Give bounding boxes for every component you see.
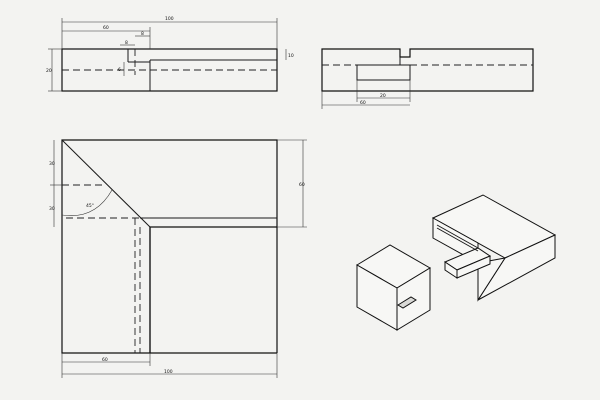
side-view: 20 60 [321,48,534,109]
top-view: 100 60 8 8 6 20 10 [46,16,294,92]
dim-text-front-upper: 30 [49,161,55,167]
iso-tenon-front [456,255,491,279]
dim-text-front-bottom-inner: 60 [102,357,108,363]
dim-text-top-total: 100 [165,16,174,22]
angle-arc [61,189,113,217]
iso-edge [436,224,479,249]
dim-text-angle: 45° [86,203,94,209]
dim-text-side-total: 60 [360,100,366,106]
dim-text-side-tenon: 20 [380,93,386,99]
iso-edge [436,227,479,252]
dim-text-small-a: 8 [141,31,144,37]
iso-large-side [477,257,507,302]
side-view-outline [321,48,534,92]
dim-text-front-bottom-total: 100 [164,369,173,375]
dim-text-front-lower: 30 [49,206,55,212]
dim-text-top-right: 10 [288,53,294,59]
dim-text-front-height: 60 [299,182,305,188]
isometric-view [356,194,557,331]
front-view: 45° 30 30 60 60 100 [49,139,307,378]
dim-text-top-height: 20 [46,68,52,74]
iso-mortise-slot [397,296,417,309]
side-view-tenon [356,64,411,81]
dim-text-top-inner: 60 [103,25,109,31]
front-view-miter-line [61,139,151,228]
dim-text-small-b: 8 [125,40,128,46]
dim-text-small-c: 6 [118,67,121,73]
